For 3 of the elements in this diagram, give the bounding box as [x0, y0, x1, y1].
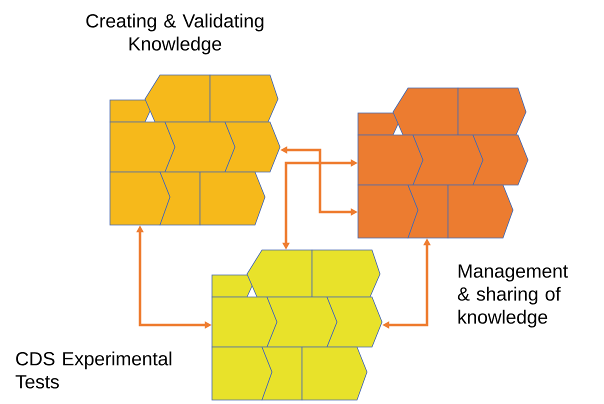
cluster-heading: Creating & Validating Knowledge — [86, 14, 264, 54]
cluster-heading: Management & sharing of knowledge — [458, 264, 568, 328]
cluster-heading: CDS Experimental Tests — [16, 352, 172, 388]
